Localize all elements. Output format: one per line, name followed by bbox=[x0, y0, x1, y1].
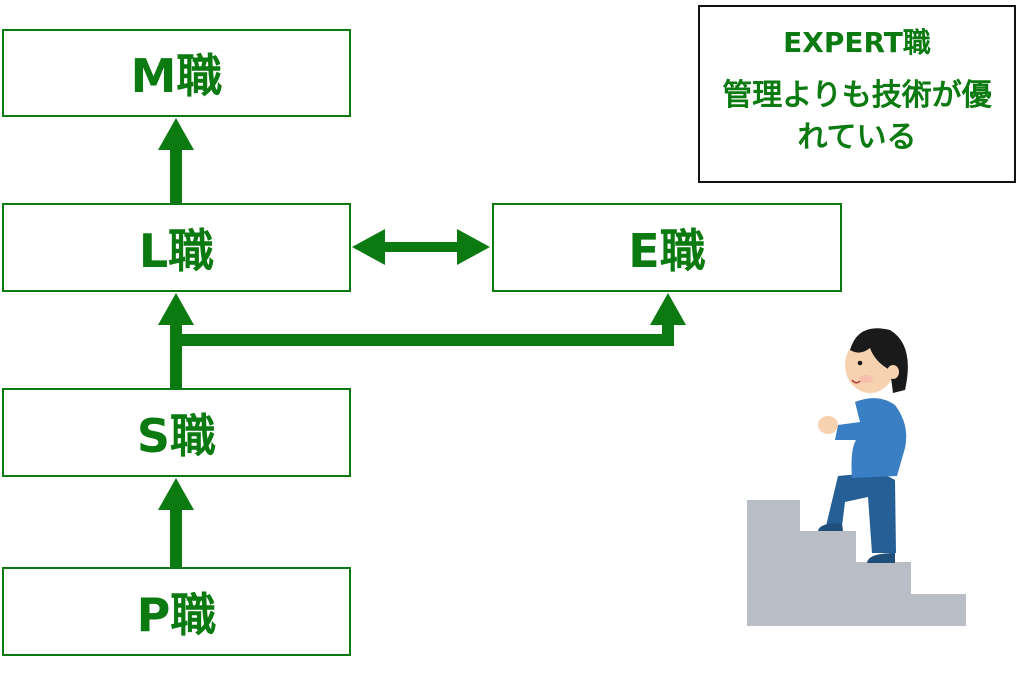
arrow-s-to-e-branch bbox=[176, 334, 674, 346]
legend-description: 管理よりも技術が優れている bbox=[722, 78, 992, 155]
stairs bbox=[747, 500, 966, 626]
box-s-role: S職 bbox=[2, 388, 351, 477]
box-p-role: P職 bbox=[2, 567, 351, 656]
arrow-p-to-s bbox=[170, 505, 182, 568]
legend-title: EXPERT職 bbox=[783, 26, 931, 59]
arrow-l-to-m-head bbox=[158, 118, 194, 150]
box-e-role: E職 bbox=[492, 203, 842, 292]
box-p-label: P職 bbox=[136, 587, 217, 642]
expert-legend-box: EXPERT職 管理よりも技術が優れている bbox=[698, 5, 1016, 183]
box-l-role: L職 bbox=[2, 203, 351, 292]
box-l-label: L職 bbox=[138, 223, 215, 278]
arrow-l-e-bidirectional bbox=[380, 242, 462, 252]
box-m-label: M職 bbox=[130, 49, 223, 103]
person-climbing-stairs-illustration bbox=[747, 328, 966, 626]
box-e-label: E職 bbox=[628, 223, 706, 278]
arrow-l-to-m bbox=[170, 145, 182, 205]
box-m-role: M職 bbox=[2, 29, 351, 117]
box-s-label: S職 bbox=[136, 408, 217, 463]
arrow-s-to-l bbox=[170, 320, 182, 389]
